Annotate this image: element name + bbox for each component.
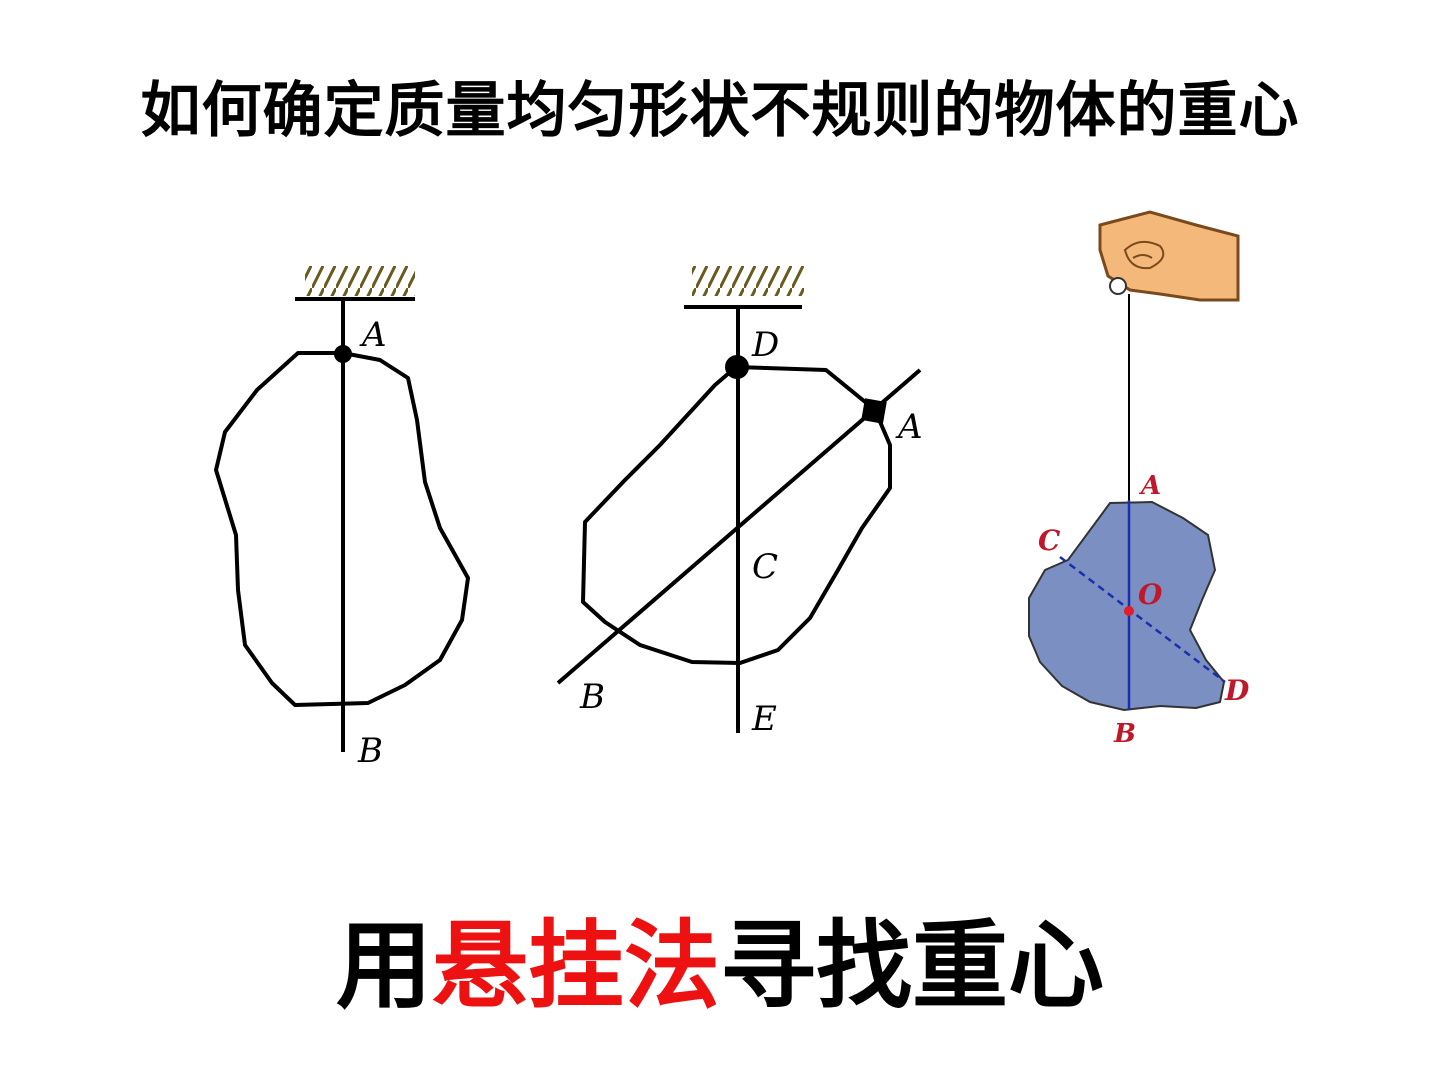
label-b: B bbox=[1113, 719, 1136, 749]
label-o: O bbox=[1138, 578, 1163, 611]
label-d: D bbox=[1224, 674, 1250, 707]
ceiling-support bbox=[305, 266, 415, 296]
label-b: B bbox=[357, 731, 383, 771]
suspension-point-a bbox=[334, 345, 352, 363]
suspension-point-a bbox=[861, 398, 887, 424]
plate-blob bbox=[1028, 500, 1226, 712]
suspension-point-d bbox=[725, 355, 749, 379]
figure-3-hand-suspension: A C O D B bbox=[1028, 210, 1250, 749]
plumb-line-ab bbox=[556, 368, 922, 685]
caption-suffix: 寻找重心 bbox=[720, 910, 1104, 1022]
center-point-o bbox=[1124, 606, 1134, 616]
method-caption: 用悬挂法寻找重心 bbox=[0, 888, 1440, 1027]
label-c: C bbox=[1038, 524, 1061, 557]
label-e: E bbox=[751, 699, 777, 739]
hand-icon bbox=[1098, 210, 1240, 302]
figure-1-single-suspension: A B bbox=[214, 266, 470, 771]
axis-line-cd bbox=[1059, 556, 1226, 683]
label-a: A bbox=[1138, 471, 1161, 501]
ceiling-support bbox=[692, 266, 804, 296]
irregular-plate-outline bbox=[214, 351, 470, 707]
caption-highlight: 悬挂法 bbox=[432, 910, 720, 1022]
label-d: D bbox=[751, 325, 779, 365]
label-a: A bbox=[895, 407, 923, 447]
label-a: A bbox=[359, 315, 387, 355]
label-b: B bbox=[579, 677, 605, 717]
caption-prefix: 用 bbox=[336, 910, 432, 1022]
label-c-center: C bbox=[752, 547, 778, 587]
figure-2-double-suspension: D A C B E bbox=[556, 266, 923, 739]
page-title: 如何确定质量均匀形状不规则的物体的重心 bbox=[140, 76, 1300, 146]
